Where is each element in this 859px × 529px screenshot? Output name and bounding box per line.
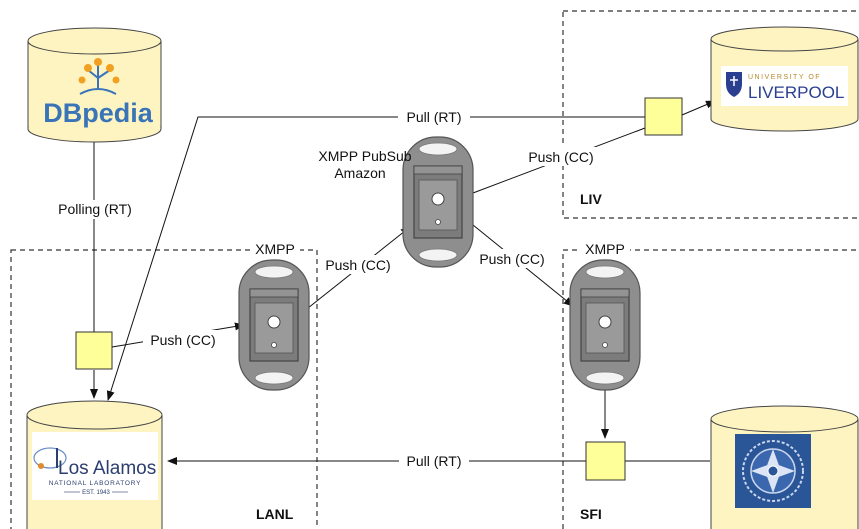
- amazon-server-label-line1: XMPP PubSub: [318, 148, 411, 164]
- polling-rt-label: Polling (RT): [58, 201, 132, 217]
- los-alamos-logo-sub: NATIONAL LABORATORY: [49, 480, 142, 487]
- lanl-relay-node: [75, 331, 113, 370]
- lanl-xmpp-server-icon: [238, 259, 310, 391]
- los-alamos-logo-est: EST. 1943: [82, 490, 110, 496]
- dbpedia-logo-icon: [78, 58, 120, 95]
- los-alamos-logo-icon: [33, 447, 67, 469]
- liverpool-logo-main-text: LIVERPOOL: [748, 83, 844, 102]
- sfi-database: [710, 405, 859, 529]
- amazon-xmpp-server-icon: [402, 136, 474, 268]
- liv-relay-node: [644, 97, 683, 136]
- zone-sfi-label: SFI: [580, 506, 602, 522]
- los-alamos-logo-text: Los Alamos: [58, 458, 156, 479]
- sfi-logo-icon: [735, 434, 811, 508]
- push-cc-to-amazon-label: Push (CC): [325, 257, 390, 273]
- push-cc-lanl-label: Push (CC): [150, 332, 215, 348]
- zone-lanl: [10, 249, 318, 529]
- dbpedia-logo-text: DBpedia: [43, 98, 154, 128]
- pull-rt-bottom-label: Pull (RT): [407, 453, 462, 469]
- zone-sfi: [562, 249, 859, 529]
- sfi-xmpp-server-icon: [569, 259, 641, 391]
- push-cc-liv-label: Push (CC): [528, 149, 593, 165]
- liverpool-database: UNIVERSITY OF LIVERPOOL: [710, 26, 859, 132]
- zone-liv: [562, 10, 859, 219]
- push-cc-to-sfi-label: Push (CC): [479, 251, 544, 267]
- pull-rt-top-arrow: [106, 116, 645, 401]
- amazon-server-label-line2: Amazon: [334, 165, 385, 181]
- liv-node-to-liverpool-arrow: [681, 100, 716, 116]
- sfi-relay-node: [585, 441, 626, 481]
- pull-rt-top-label: Pull (RT): [407, 109, 462, 125]
- lanl-xmpp-label: XMPP: [255, 241, 295, 257]
- zone-liv-label: LIV: [580, 191, 602, 207]
- sfi-xmpp-label: XMPP: [585, 241, 625, 257]
- los-alamos-database: Los Alamos NATIONAL LABORATORY EST. 1943: [26, 400, 163, 529]
- zone-lanl-label: LANL: [256, 506, 294, 522]
- liverpool-logo-top-text: UNIVERSITY OF: [748, 74, 821, 81]
- dbpedia-database: DBpedia: [27, 27, 162, 143]
